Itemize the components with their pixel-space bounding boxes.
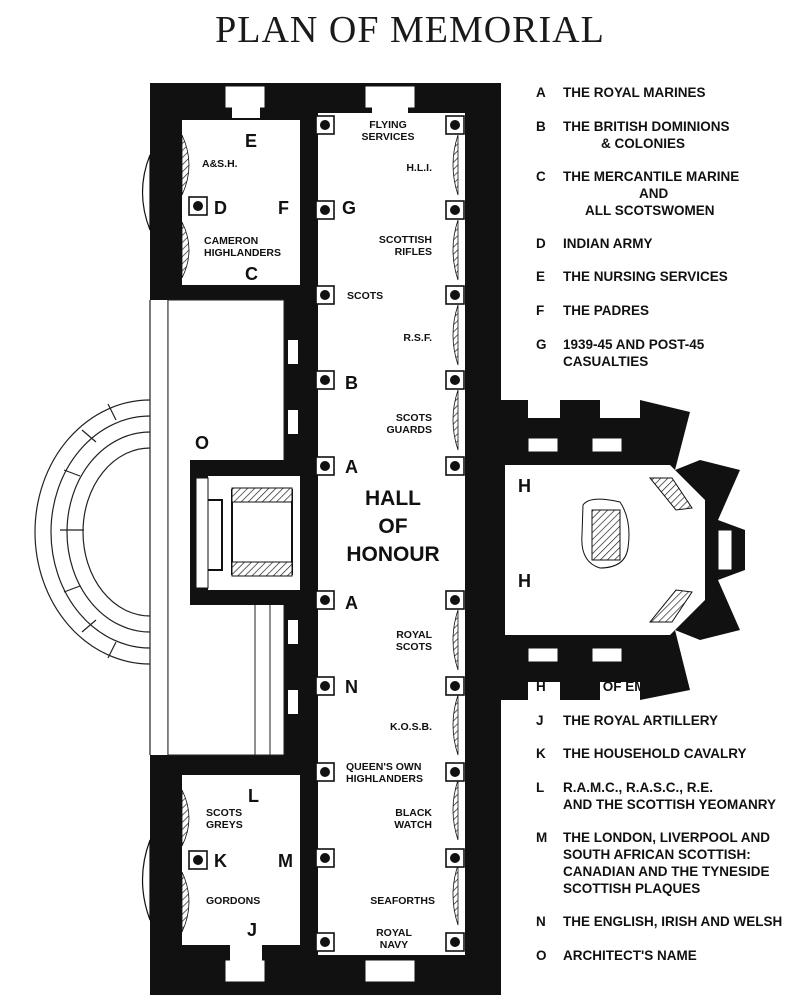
letter-f: F — [278, 198, 289, 218]
letter-a-top: A — [345, 457, 358, 477]
pillar — [315, 676, 335, 696]
pillar — [315, 932, 335, 952]
pillar — [445, 932, 465, 952]
svg-text:SEAFORTHS: SEAFORTHS — [370, 895, 435, 907]
north-windows — [224, 85, 416, 118]
letter-h-bottom: H — [518, 571, 531, 591]
pillar — [315, 370, 335, 390]
pillar — [315, 848, 335, 868]
hatched-panels — [181, 134, 459, 933]
letter-a-bottom: A — [345, 593, 358, 613]
svg-text:GUARDS: GUARDS — [386, 424, 432, 436]
svg-text:QUEEN'S OWN: QUEEN'S OWN — [346, 761, 421, 773]
pillar — [315, 200, 335, 220]
page-title: PLAN OF MEMORIAL — [215, 9, 605, 51]
pillar — [315, 590, 335, 610]
pillar — [445, 762, 465, 782]
pillar — [315, 762, 335, 782]
svg-text:ROYAL: ROYAL — [376, 927, 412, 939]
pillar — [445, 285, 465, 305]
letter-b: B — [345, 373, 358, 393]
svg-text:GORDONS: GORDONS — [206, 895, 260, 907]
svg-text:HIGHLANDERS: HIGHLANDERS — [346, 773, 423, 785]
svg-text:R.S.F.: R.S.F. — [403, 332, 432, 344]
svg-text:A&S.H.: A&S.H. — [202, 158, 238, 170]
letter-j: J — [247, 920, 257, 940]
pillar — [315, 456, 335, 476]
pillar — [315, 285, 335, 305]
west-bay-windows — [141, 154, 151, 921]
letter-d: D — [214, 198, 227, 218]
south-windows — [224, 945, 416, 983]
svg-text:SCOTS: SCOTS — [206, 807, 242, 819]
svg-text:OF: OF — [378, 515, 407, 538]
svg-text:HALL: HALL — [365, 487, 421, 510]
svg-text:SCOTTISH: SCOTTISH — [379, 234, 432, 246]
shrine — [500, 400, 745, 700]
pillar — [315, 115, 335, 135]
pillar — [445, 370, 465, 390]
pillar — [445, 200, 465, 220]
svg-text:BLACK: BLACK — [395, 807, 432, 819]
letter-m: M — [278, 851, 293, 871]
pillar — [445, 590, 465, 610]
svg-text:K.O.S.B.: K.O.S.B. — [390, 721, 432, 733]
svg-text:ROYAL: ROYAL — [396, 629, 432, 641]
letter-c: C — [245, 264, 258, 284]
pillar — [188, 196, 208, 216]
svg-text:SCOTS: SCOTS — [396, 412, 432, 424]
svg-text:HIGHLANDERS: HIGHLANDERS — [204, 247, 281, 259]
pillar — [445, 676, 465, 696]
plan-letters: E D F G C B A O H H A N L K M J — [195, 131, 531, 940]
pillars — [188, 115, 465, 952]
letter-k: K — [214, 851, 227, 871]
entrance-porch — [190, 460, 300, 605]
svg-text:CAMERON: CAMERON — [204, 235, 258, 247]
hall-west-wall — [284, 285, 318, 775]
svg-text:SERVICES: SERVICES — [362, 131, 415, 143]
pillar — [445, 456, 465, 476]
pillar — [445, 848, 465, 868]
hall-interior — [318, 113, 465, 955]
svg-text:SCOTS: SCOTS — [347, 290, 383, 302]
letter-e: E — [245, 131, 257, 151]
svg-text:H.L.I.: H.L.I. — [406, 162, 432, 174]
svg-text:GREYS: GREYS — [206, 819, 243, 831]
letter-l: L — [248, 786, 259, 806]
svg-text:HONOUR: HONOUR — [346, 543, 439, 566]
regiment-labels: FLYING SERVICES H.L.I. A&S.H. SCOTTISH R… — [202, 119, 435, 951]
pillar — [188, 850, 208, 870]
svg-text:RIFLES: RIFLES — [395, 246, 432, 258]
letter-h-top: H — [518, 476, 531, 496]
west-steps — [34, 300, 169, 755]
letter-g: G — [342, 198, 356, 218]
svg-text:WATCH: WATCH — [394, 819, 432, 831]
svg-text:FLYING: FLYING — [369, 119, 407, 131]
hall-of-honour-label: HALL OF HONOUR — [346, 487, 439, 566]
letter-n: N — [345, 677, 358, 697]
pillar — [445, 115, 465, 135]
svg-text:NAVY: NAVY — [380, 939, 408, 951]
letter-o: O — [195, 433, 209, 453]
svg-text:SCOTS: SCOTS — [396, 641, 432, 653]
